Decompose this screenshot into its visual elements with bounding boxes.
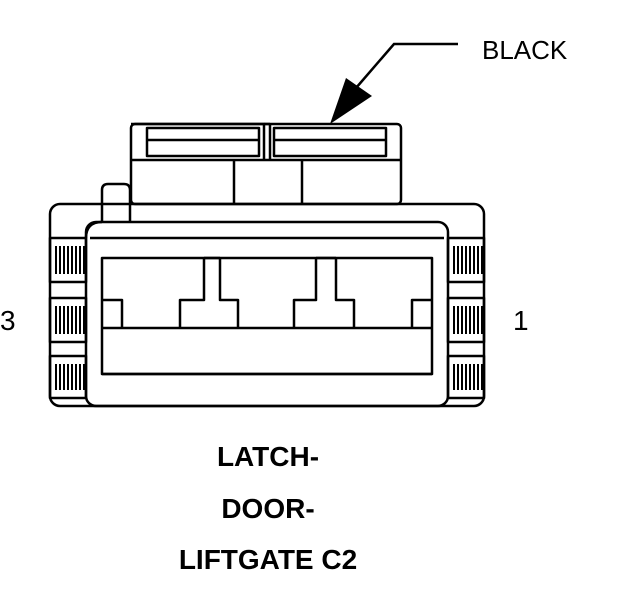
leader-arrow <box>330 42 458 124</box>
wire-color-label: BLACK <box>482 35 568 65</box>
cavity-divider <box>292 258 432 328</box>
rib-hatching <box>55 246 483 390</box>
housing-inner <box>84 220 450 408</box>
pin-number-right: 1 <box>513 305 529 336</box>
side-ribs-left <box>48 236 88 400</box>
connector-title-line-2: DOOR- <box>221 493 314 524</box>
connector-title-line-3: LIFTGATE C2 <box>179 544 357 575</box>
connector-key <box>100 182 132 222</box>
cavity-divider <box>102 258 240 328</box>
side-ribs-right <box>446 236 486 400</box>
latch-tab <box>129 122 403 206</box>
pin-number-left: 3 <box>0 305 16 336</box>
housing-outer <box>48 202 486 408</box>
cavity-region <box>100 256 434 376</box>
connector-title-line-1: LATCH- <box>217 441 319 472</box>
